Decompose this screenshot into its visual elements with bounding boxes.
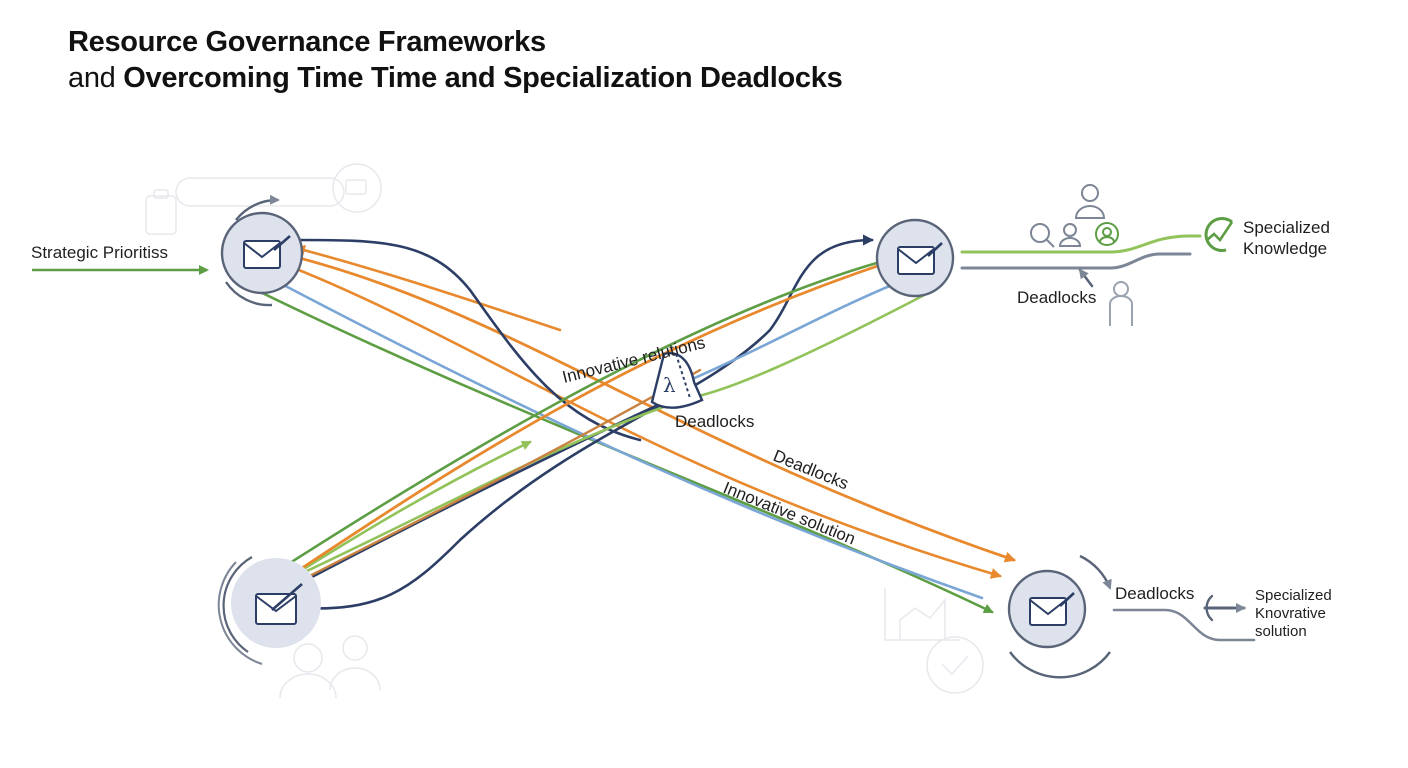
specialized-solution-label-3: solution xyxy=(1255,623,1307,640)
orange-flow-tl-br-1 xyxy=(256,246,1016,563)
specialized-solution-label-2: Knovrative xyxy=(1255,605,1326,622)
person-circle-icon xyxy=(1095,222,1119,246)
node-top-left xyxy=(220,194,304,307)
check-circle-faint-icon xyxy=(926,636,984,694)
orange-flow-to-tr xyxy=(264,247,928,594)
specialized-knowledge-label-2: Knowledge xyxy=(1243,239,1327,258)
check-pen-icon xyxy=(273,235,291,251)
orange-flow-to-tl xyxy=(294,244,562,332)
envelope-icon xyxy=(255,593,297,625)
specialized-knowledge-label-1: Specialized xyxy=(1243,218,1330,237)
strategic-label: Strategic Prioritiss xyxy=(31,243,168,262)
page-title: Resource Governance Frameworks and Overc… xyxy=(68,24,843,96)
gray-connector-br xyxy=(1112,608,1256,642)
check-circle-icon xyxy=(1204,217,1234,252)
person-icon xyxy=(1074,184,1106,219)
green-connector-right xyxy=(960,234,1202,254)
title-line-2-rest: Overcoming Time Time and Specialization … xyxy=(123,62,843,94)
blue-flow-to-tr xyxy=(688,278,906,382)
node-bottom-left xyxy=(217,556,321,665)
cone-icon: λ xyxy=(650,352,704,409)
green-flow-tl-br xyxy=(240,281,994,614)
magnifier-icon xyxy=(1030,223,1055,248)
check-pen-icon xyxy=(1059,592,1075,607)
deadlocks-top-right-label: Deadlocks xyxy=(1017,288,1096,307)
envelope-icon xyxy=(1029,597,1067,626)
green-flow-tr-bl xyxy=(252,260,882,588)
person-icon xyxy=(1058,223,1082,247)
specialized-solution-label-1: Specialized xyxy=(1255,587,1332,604)
node-top-right xyxy=(875,218,955,298)
navy-flow-tl xyxy=(296,238,642,442)
navy-flow-center-bl xyxy=(270,388,692,600)
gray-connector-to-deadlocks xyxy=(1078,268,1094,288)
camera-icon xyxy=(332,163,382,213)
envelope-icon xyxy=(897,246,935,275)
title-line-1: Resource Governance Frameworks xyxy=(68,26,546,58)
deadlocks-bottom-right-label: Deadlocks xyxy=(1115,584,1194,603)
clipboard-icon xyxy=(145,189,177,235)
title-line-2: and Overcoming Time Time and Specializat… xyxy=(68,60,843,96)
flow-lines xyxy=(240,234,1016,614)
orange-flow-tl-br-2 xyxy=(250,250,1002,579)
envelope-icon xyxy=(243,240,281,269)
background-decor xyxy=(145,163,984,699)
check-pen-icon xyxy=(271,583,303,611)
people-faint-icon xyxy=(279,635,381,699)
navy-flow-bl-tr xyxy=(298,234,874,610)
svg-text:λ: λ xyxy=(663,373,676,397)
orange-flow-bl-center xyxy=(268,368,702,598)
node-bottom-right xyxy=(1007,554,1112,679)
bottom-right-connectors xyxy=(1112,594,1256,642)
person-icon xyxy=(1109,281,1133,326)
check-pen-icon xyxy=(927,242,943,257)
light-green-flow-short xyxy=(268,440,532,592)
blue-flow-br-tl xyxy=(272,278,984,600)
gray-connector-right xyxy=(960,252,1192,270)
top-right-connectors xyxy=(960,234,1202,288)
deadlocks-center-label: Deadlocks xyxy=(675,412,754,431)
chat-bubble-icon xyxy=(175,177,345,207)
people-cluster xyxy=(1030,184,1133,326)
bar-chart-icon xyxy=(884,588,960,641)
title-line-2-prefix: and xyxy=(68,62,116,94)
